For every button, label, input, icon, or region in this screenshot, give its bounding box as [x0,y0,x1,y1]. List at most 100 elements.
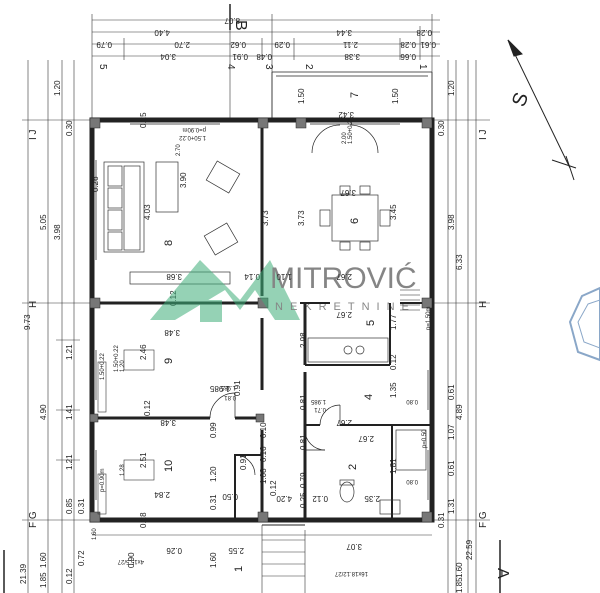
grid-label-4: 4 [225,64,236,70]
interior-dimension-labels: 0.25 0.26 3.90 4.03 3.68 1.10 0.14 2.67 … [91,88,400,568]
right-dim-mid-3: 1.60 [455,562,464,578]
room-label-9: 9 [163,358,175,364]
right-grid-label-fg: F G [478,511,489,528]
note-0: p=0.90m [182,126,206,132]
right-dim-mid-2: 4.89 [455,404,464,420]
note-10: 1.985 [220,384,236,390]
dim-3: 4.03 [143,204,152,220]
dim-13: 3.45 [389,204,398,220]
grid-label-3: 3 [263,64,274,70]
dim-15: 2.67 [336,310,352,319]
top-dim-row3-a: 3.04 [160,52,176,61]
furniture-kitchen [307,337,389,363]
section-label-a: A [494,568,511,579]
left-grid-label-fg: F G [28,511,39,528]
left-dim-outer-1: 9.73 [23,314,32,330]
right-dim-mid-1: 6.33 [455,254,464,270]
dim-53: 0.90 [127,552,136,568]
columns [89,117,433,523]
note-13: 0.80 [406,398,418,404]
grid-label-5: 5 [97,64,108,70]
right-dim-inner-6: 0.61 [447,460,456,476]
right-dimension-chains [432,60,490,593]
dim-34: 2.67 [358,434,374,443]
grid-label-2: 2 [303,64,314,70]
note-17: 4x15.5/27 [117,558,144,564]
dim-45: 0.31 [209,494,218,510]
top-dim-overall: 8.07 [224,16,240,25]
dim-12: 3.73 [297,210,306,226]
right-dim-inner-7: 1.31 [447,498,456,514]
section-mark-b: B [229,4,249,31]
section-mark-a: A [3,540,511,593]
note-6: 1.50+0.22 [114,344,120,372]
top-dim-row2-c: 0.62 [230,40,246,49]
watermark-logo: MITROVIĆ NEKRETNINE [150,260,417,322]
dim-14: 3.73 [261,210,270,226]
top-dim-row2-e: 2.11 [342,40,358,49]
left-dim-inner-1: 1.20 [53,80,62,96]
left-dim-inner-5: 1.41 [65,404,74,420]
note-20: 1.50+0.22 [100,352,106,380]
dim-10: 1.50 [391,88,400,104]
note-18: 1.60 [92,528,98,540]
dim-23: 1.985 [209,384,230,393]
dim-32: 0.99 [209,422,218,438]
note-16: 16x18.12/27 [334,570,368,576]
dim-24: 0.81 [299,394,308,410]
room-label-5: 5 [365,320,377,326]
dim-52: 0.26 [166,546,182,555]
dim-43: 0.12 [269,480,278,496]
right-grid-label-ij: I J [478,129,489,140]
note-3: 2.00 [342,132,348,144]
room-label-10: 10 [163,460,175,472]
dim-17: 2.98 [299,332,308,348]
note-14: 0.80 [406,478,418,484]
doors [209,124,379,476]
note-12: 1.985 [310,398,326,404]
left-dim-inner-8: 0.31 [77,498,86,514]
grid-label-1: 1 [417,64,428,70]
dim-19: 3.48 [164,328,180,337]
right-dim-inner-8: 0.31 [437,512,446,528]
dim-35: 1.81 [389,458,398,474]
right-dim-outer-1: 22.59 [465,539,474,560]
stairs-bottom [92,525,432,593]
dim-2: 3.90 [179,172,188,188]
dim-41: 0.25 [299,492,308,508]
top-dim-row1-b: 3.44 [336,28,352,37]
furniture-bedrooms [97,349,155,515]
top-dim-row3-e: 0.66 [400,52,416,61]
left-dim-mid-1: 5.05 [39,214,48,230]
terrace [271,71,433,120]
north-arrow-icon: S [507,39,577,181]
right-dim-inner-1: 1.20 [447,80,456,96]
note-9: 0.81 [224,394,236,400]
right-dim-inner-5: 1.07 [447,424,456,440]
dim-6: 0.14 [244,272,260,281]
dim-26: 2.67 [336,418,352,427]
dim-29: 3.48 [160,418,176,427]
note-7: 1.28 [120,464,126,476]
note-8: p=0.90m [100,468,106,492]
dim-30: 2.51 [139,452,148,468]
dim-25: 1.35 [389,382,398,398]
room-label-2: 2 [347,464,359,470]
left-grid-label-h: H [28,301,39,308]
top-dim-row3-c: 0.91 [232,52,248,61]
dim-37: 0.16 [259,446,268,462]
dim-21: 0.91 [233,380,242,396]
left-dim-inner-3: 0.30 [65,120,74,136]
dim-16: 1.77 [389,314,398,330]
note-19: p=1.50m [426,306,432,330]
top-dim-row2-f: 0.28 [400,40,416,49]
dim-46: 0.50 [222,492,238,501]
top-dim-row3-b: 0.48 [256,52,272,61]
top-dim-row2-d: 0.29 [274,40,290,49]
dim-44: 0.28 [139,512,148,528]
left-dim-inner-7: 0.85 [65,498,74,514]
furniture-living [103,160,241,285]
room-label-1: 1 [233,566,245,572]
dim-27: 0.12 [389,354,398,370]
top-dim-row3-d: 3.38 [344,52,360,61]
